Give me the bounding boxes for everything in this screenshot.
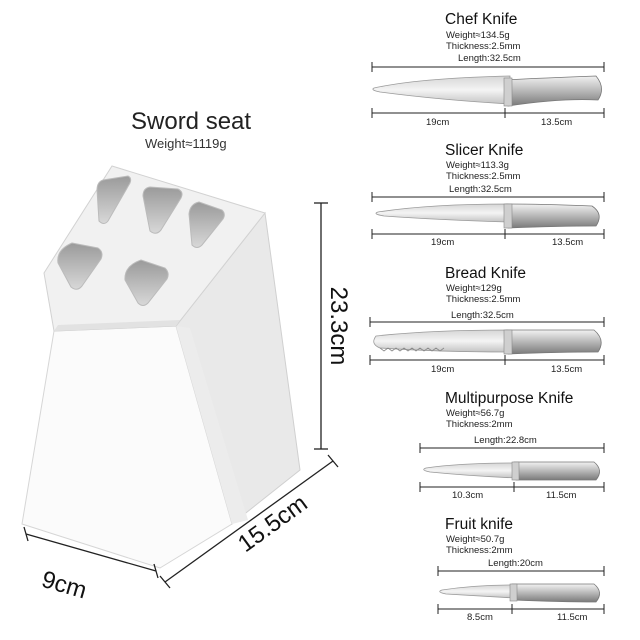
knife-blade-length-fruit: 8.5cm [467,612,493,623]
knife-handle-length-chef: 13.5cm [541,117,573,128]
knife-block [21,165,301,569]
knife-handle-length-slicer: 13.5cm [552,237,584,248]
knife-weight-bread: Weight≈129g [446,283,502,294]
knife-handle-length-bread: 13.5cm [551,364,583,375]
block-height-label: 23.3cm [325,286,352,366]
knife-weight-slicer: Weight≈113.3g [446,160,509,171]
knife-blade-length-chef: 19cm [426,117,450,128]
block-title: Sword seat [131,108,252,135]
knife-name-slicer: Slicer Knife [445,142,524,159]
knife-length-chef: Length:32.5cm [458,53,521,64]
knife-blade-length-multipurpose: 10.3cm [452,490,484,501]
knife-name-bread: Bread Knife [445,265,526,282]
knife-thickness-chef: Thickness:2.5mm [446,41,521,52]
knife-weight-fruit: Weight≈50.7g [446,534,505,545]
knife-length-multipurpose: Length:22.8cm [474,435,537,446]
knife-length-fruit: Length:20cm [488,558,543,569]
block-slots [57,175,225,306]
bread-knife-image [373,329,602,355]
knife-weight-chef: Weight≈134.5g [446,30,510,41]
knife-length-slicer: Length:32.5cm [449,184,512,195]
knife-handle-length-multipurpose: 11.5cm [546,490,577,501]
knife-handle-length-fruit: 11.5cm [557,612,588,623]
multipurpose-knife-image [423,461,600,481]
knife-thickness-multipurpose: Thickness:2mm [446,419,513,430]
knife-name-chef: Chef Knife [445,11,518,28]
block-dimension-lines [23,202,339,589]
knife-thickness-bread: Thickness:2.5mm [446,294,521,305]
block-weight: Weight≈1119g [145,136,227,151]
knife-length-bread: Length:32.5cm [451,310,514,321]
slicer-knife-image [375,203,600,229]
knife-blade-length-bread: 19cm [431,364,455,375]
fruit-knife-image [439,583,600,603]
knife-thickness-slicer: Thickness:2.5mm [446,171,521,182]
knife-name-fruit: Fruit knife [445,516,514,533]
knife-name-multipurpose: Multipurpose Knife [445,390,574,407]
chef-knife-image [372,75,602,107]
knife-blade-length-slicer: 19cm [431,237,455,248]
knife-thickness-fruit: Thickness:2mm [446,545,513,556]
knife-weight-multipurpose: Weight≈56.7g [446,408,505,419]
knife-dimension-lines [369,62,605,614]
